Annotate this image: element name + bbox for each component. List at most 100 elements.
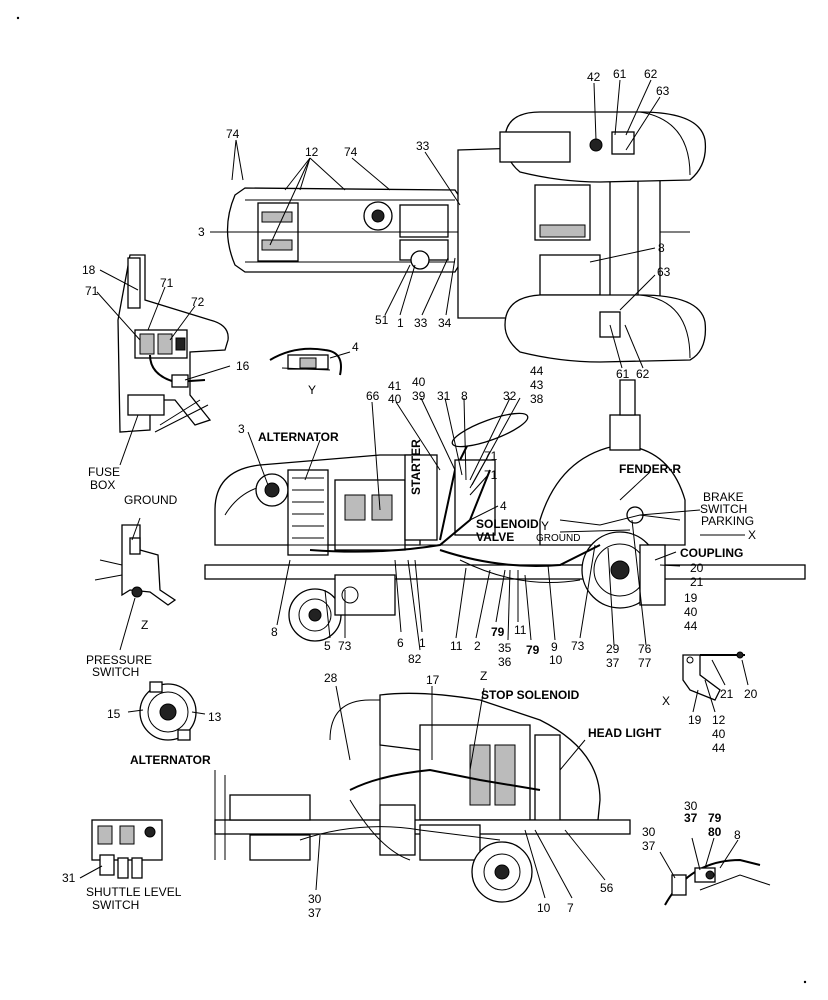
callout-1: 1 <box>397 316 404 330</box>
callout-42: 42 <box>587 70 601 84</box>
callout-35: 35 <box>498 641 512 655</box>
callout-37: 37 <box>642 839 656 853</box>
view-x-label: X <box>662 694 671 708</box>
callout-40: 40 <box>388 392 402 406</box>
pressure-switch-label: SWITCH <box>92 665 140 679</box>
callout-20: 20 <box>744 687 758 701</box>
callout-16: 16 <box>236 359 250 373</box>
fuse-box-label: FUSE <box>88 465 121 479</box>
callout-63: 63 <box>657 265 671 279</box>
shuttle-level-switch-label: SHUTTLE LEVEL <box>86 885 182 899</box>
callout-8: 8 <box>734 828 741 842</box>
callout-79: 79 <box>708 811 722 825</box>
top-view-drawing <box>210 79 707 369</box>
callout-1: 1 <box>419 636 426 650</box>
callout-36: 36 <box>498 655 512 669</box>
callout-31: 31 <box>62 871 76 885</box>
brake-switch-label: SWITCH <box>700 502 748 516</box>
callout-33: 33 <box>414 316 428 330</box>
callout-71: 71 <box>484 449 498 463</box>
callout-8: 8 <box>658 241 665 255</box>
callout-73: 73 <box>571 639 585 653</box>
callout-19: 19 <box>688 713 702 727</box>
alternator-detail-drawing <box>127 681 206 741</box>
shuttle-level-switch-label: SWITCH <box>92 898 140 912</box>
callout-37: 37 <box>684 811 698 825</box>
callout-32: 32 <box>503 389 517 403</box>
callout-15: 15 <box>107 707 121 721</box>
callout-12: 12 <box>305 145 319 159</box>
callout-71: 71 <box>484 468 498 482</box>
fuse-box-drawing <box>96 254 231 466</box>
view-z-label: Z <box>141 618 149 632</box>
view-x-mark: X <box>748 528 757 542</box>
callout-2: 2 <box>474 639 481 653</box>
callout-3: 3 <box>238 422 245 436</box>
callout-40: 40 <box>684 605 698 619</box>
callout-37: 37 <box>606 656 620 670</box>
stop-solenoid-label: STOP SOLENOID <box>481 688 580 702</box>
y-detail-drawing <box>269 347 351 376</box>
coupling-label: COUPLING <box>680 546 744 560</box>
callout-10: 10 <box>537 901 551 915</box>
x-detail-drawing <box>682 651 749 713</box>
callout-62: 62 <box>636 367 650 381</box>
callout-30: 30 <box>308 892 322 906</box>
callout-44: 44 <box>530 364 544 378</box>
callout-30: 30 <box>684 799 698 813</box>
right-side-view-drawing <box>214 685 631 903</box>
ground-label: GROUND <box>536 533 581 544</box>
ground-label: GROUND <box>124 493 178 507</box>
left-side-view-drawing <box>204 379 806 651</box>
fuse-box-label: BOX <box>90 478 116 492</box>
callout-9: 9 <box>551 640 558 654</box>
callout-34: 34 <box>438 316 452 330</box>
view-y-mark: Y <box>541 519 550 533</box>
callout-11: 11 <box>450 639 463 653</box>
callout-37: 37 <box>308 906 322 920</box>
callout-20: 20 <box>690 561 704 575</box>
callout-29: 29 <box>606 642 620 656</box>
callout-79: 79 <box>491 625 505 639</box>
callout-17: 17 <box>426 673 440 687</box>
callout-13: 13 <box>208 710 222 724</box>
callout-44: 44 <box>712 741 726 755</box>
brake-switch-label: PARKING <box>701 514 755 528</box>
callout-74: 74 <box>226 127 240 141</box>
brake-switch-label: BRAKE <box>703 490 744 504</box>
callout-73: 73 <box>338 639 352 653</box>
view-z-mark: Z <box>480 669 488 683</box>
callout-3: 3 <box>198 225 205 239</box>
callout-7: 7 <box>567 901 574 915</box>
callout-33: 33 <box>416 139 430 153</box>
shuttle-detail-drawing <box>79 819 163 879</box>
callout-39: 39 <box>412 389 426 403</box>
callout-62: 62 <box>644 67 658 81</box>
starter-label: STARTER <box>409 439 423 495</box>
callout-63: 63 <box>656 84 670 98</box>
callout-72: 72 <box>191 295 205 309</box>
callout-79: 79 <box>526 643 540 657</box>
callout-41: 41 <box>388 379 402 393</box>
ground-detail-drawing <box>94 517 177 651</box>
callout-5: 5 <box>324 639 331 653</box>
callout-71: 71 <box>85 284 99 298</box>
pedal-detail-drawing <box>659 837 771 906</box>
callout-8: 8 <box>271 625 278 639</box>
callout-40: 40 <box>412 375 426 389</box>
alternator-label: ALTERNATOR <box>130 753 211 767</box>
callout-66: 66 <box>366 389 380 403</box>
callout-38: 38 <box>530 392 544 406</box>
callout-51: 51 <box>375 313 389 327</box>
pressure-switch-label: PRESSURE <box>86 653 153 667</box>
callout-77: 77 <box>638 656 652 670</box>
callout-82: 82 <box>408 652 422 666</box>
callout-80: 80 <box>708 825 722 839</box>
callout-71: 71 <box>160 276 174 290</box>
callout-56: 56 <box>600 881 614 895</box>
callout-61: 61 <box>616 367 630 381</box>
callout-8: 8 <box>461 389 468 403</box>
callout-4: 4 <box>500 499 507 513</box>
